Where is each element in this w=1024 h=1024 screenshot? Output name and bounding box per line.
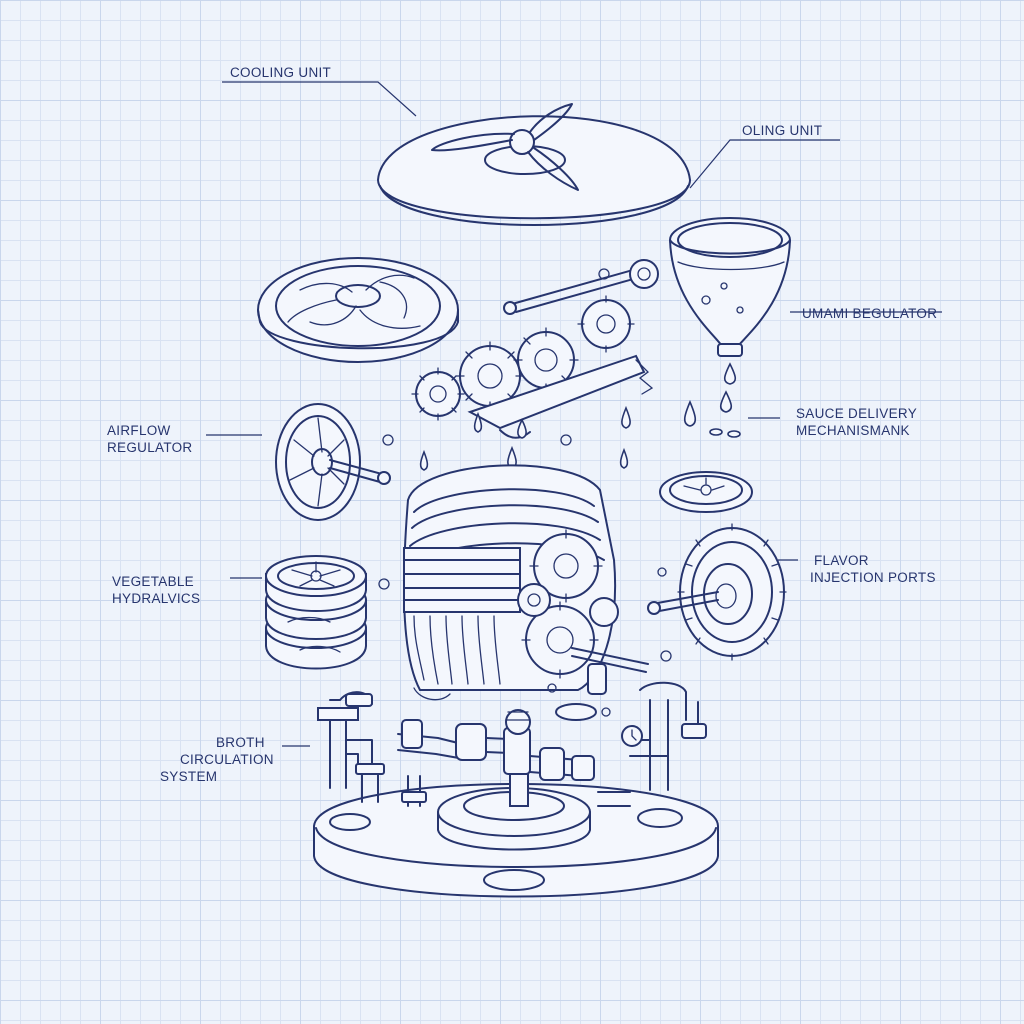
label-cooling-unit-right: OLING UNIT [742, 122, 822, 139]
label-vegetable-hydraulics-line1: VEGETABLE [112, 574, 194, 589]
loose-gear-parts-icon [378, 434, 672, 721]
cooling-unit-dome-icon [376, 103, 692, 226]
label-flavor-injection-line2: INJECTION PORTS [810, 570, 936, 585]
label-broth-circulation-line3: SYSTEM [160, 769, 218, 784]
label-sauce-delivery-line1: SAUCE DELIVERY [796, 406, 917, 421]
leader-cooling-unit-right [689, 139, 840, 189]
label-sauce-delivery: SAUCE DELIVERY MECHANISMANK [796, 405, 917, 439]
leader-lines [206, 81, 942, 747]
label-sauce-delivery-line2: MECHANISMANK [796, 423, 910, 438]
label-broth-circulation-line2: CIRCULATION [180, 752, 274, 767]
sauce-delivery-plate-icon [659, 471, 753, 513]
label-cooling-unit-top: COOLING UNIT [230, 65, 332, 80]
leader-cooling-unit-top [222, 81, 417, 117]
sauce-drops-icon [419, 362, 741, 471]
label-airflow-regulator-line1: AIRFLOW [107, 423, 171, 438]
label-broth-circulation-line1: BROTH [216, 735, 265, 750]
airflow-regulator-wheel-icon [275, 403, 391, 521]
label-vegetable-hydraulics-line2: HYDRALVICS [112, 591, 201, 606]
label-airflow-regulator-line2: REGULATOR [107, 440, 193, 455]
connecting-rod-icon [503, 259, 659, 315]
label-airflow-regulator: AIRFLOW REGULATOR [107, 422, 192, 456]
label-broth-circulation: BROTH CIRCULATION SYSTEM [160, 734, 274, 785]
gear-train-icon [411, 295, 654, 439]
vegetable-hydraulics-stack-icon [265, 555, 367, 670]
label-flavor-injection: FLAVOR INJECTION PORTS [810, 552, 936, 586]
label-flavor-injection-line1: FLAVOR [814, 553, 869, 568]
motor-core-icon [403, 464, 649, 695]
umami-regulator-funnel-icon [669, 217, 791, 357]
label-vegetable-hydraulics: VEGETABLE HYDRALVICS [112, 573, 200, 607]
airflow-fan-disk-icon [257, 257, 459, 363]
broth-circulation-system-icon [313, 681, 719, 898]
flavor-injection-gear-icon [647, 523, 787, 661]
label-cooling-unit-right-text: OLING UNIT [742, 123, 823, 138]
label-umami-regulator: UMAMI BEGULATOR [802, 306, 938, 321]
